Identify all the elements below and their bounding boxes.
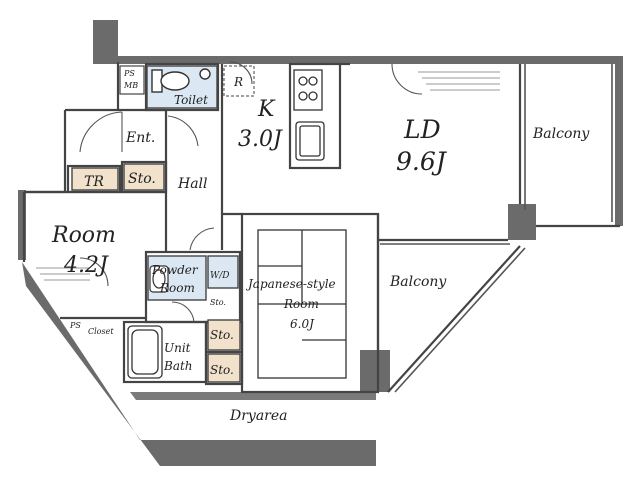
basin (149, 265, 169, 293)
toilet-fixture (151, 68, 211, 93)
storage-lower-name: Sto. (210, 363, 234, 377)
powder-room-name-1: Powder (151, 263, 199, 277)
storage-upper-area (207, 319, 241, 351)
stove (293, 69, 323, 111)
trunk-room-name: TR (84, 174, 104, 190)
pipe-space-top-2: MB (123, 81, 138, 90)
balcony-edges (380, 64, 613, 393)
closet-name: Closet (88, 327, 114, 336)
tatami (257, 229, 347, 379)
storage-entry-name: Sto. (128, 171, 156, 187)
room-size: 4.2J (63, 253, 109, 278)
storage-lower-area (207, 353, 241, 383)
storage-powder-name: Sto. (210, 298, 226, 307)
unit-bath-name-1: Unit (164, 341, 191, 355)
toilet-name: Toilet (174, 93, 208, 107)
pipe-space-top-1: PS (123, 69, 135, 78)
structural-walls (18, 20, 623, 392)
entrance-name: Ent. (125, 130, 155, 146)
interior-walls (22, 62, 620, 394)
room-labels: K 3.0J LD 9.6J Room 4.2J Japanese-style … (51, 69, 590, 424)
pipe-space-box (119, 65, 145, 95)
kitchen-name: K (257, 97, 276, 122)
bathtub (127, 325, 163, 379)
japanese-room-name-2: Room (283, 297, 319, 311)
japanese-room-name-1: Japanese-style (245, 277, 336, 291)
refrigerator-box (223, 65, 255, 97)
washer-area (207, 255, 239, 289)
japanese-room-size: 6.0J (290, 317, 315, 331)
door-swings (79, 61, 423, 323)
trunk-room-area (71, 167, 119, 191)
storage-fills (71, 163, 241, 383)
pipe-space-left: PS (69, 321, 81, 330)
hall-name: Hall (177, 176, 208, 192)
refrigerator-name: R (233, 75, 243, 89)
ld-size: 9.6J (396, 147, 448, 176)
washer-name: W/D (210, 271, 230, 281)
balcony-south-name: Balcony (389, 274, 447, 290)
window-marks (36, 71, 500, 281)
dry-area-wall-inner (130, 392, 376, 400)
room-name: Room (51, 223, 116, 248)
storage-upper-name: Sto. (210, 328, 234, 342)
unit-bath-name-2: Bath (163, 359, 193, 373)
powder-room-name-2: Room (159, 281, 195, 295)
ld-name: LD (403, 115, 441, 144)
balcony-east-name: Balcony (532, 126, 590, 142)
kitchen-sink (295, 121, 325, 161)
storage-entry-area (123, 163, 165, 191)
kitchen-size: 3.0J (238, 127, 283, 152)
dry-area-wall (22, 262, 376, 466)
dry-area-name: Dryarea (229, 408, 288, 424)
